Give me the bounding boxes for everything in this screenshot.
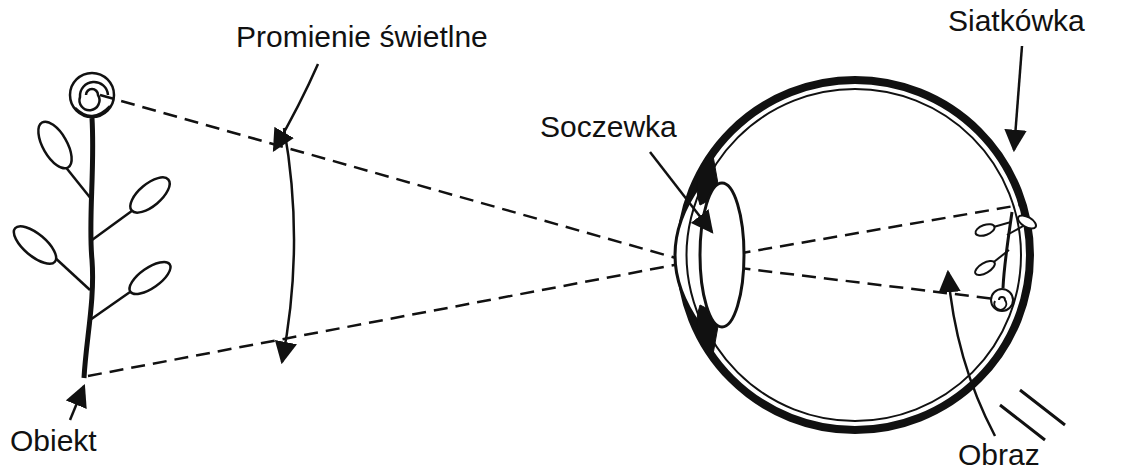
eyeball: [675, 80, 1065, 440]
part-label: Obraz: [958, 438, 1040, 473]
part-label: Promienie świetlne: [236, 20, 488, 55]
light-rays: [88, 95, 1020, 376]
part-label: Siatkówka: [948, 4, 1085, 39]
leader-lines: [70, 46, 1022, 436]
part-label: Obiekt: [10, 424, 97, 459]
flower-object: [8, 73, 175, 378]
retina-image: [973, 212, 1038, 311]
part-label: Soczewka: [540, 110, 677, 145]
